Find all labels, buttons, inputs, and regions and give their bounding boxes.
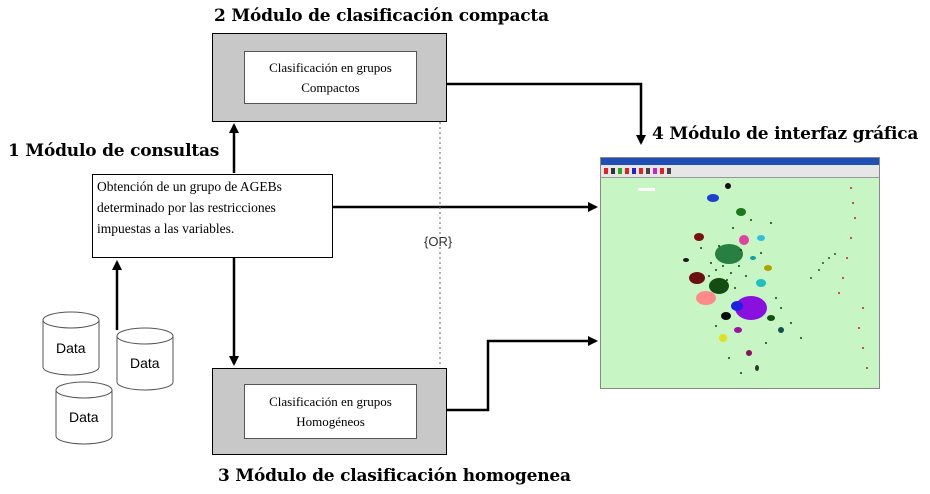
arrow-homogenea-to-interfaz [446,336,598,412]
compacta-line-2: Compactos [301,79,360,95]
homogenea-line-1: Clasificación en grupos [269,393,392,409]
app-titlebar [601,158,879,165]
map-canvas [604,168,868,374]
consultas-line-1: Obtención de un grupo de AGEBs [97,179,282,194]
homogenea-module-box: Clasificación en grupos Homogéneos [212,368,447,455]
data-store-3 [55,381,113,445]
consultas-module-title: 1 Módulo de consultas [8,141,220,161]
compacta-line-1: Clasificación en grupos [269,59,392,75]
homogenea-inner-box: Clasificación en grupos Homogéneos [244,384,417,439]
compacta-module-box: Clasificación en grupos Compactos [212,33,447,122]
consultas-module-box: Obtención de un grupo de AGEBs determina… [92,174,333,258]
data-store-2-label: Data [130,355,160,371]
consultas-line-2: determinado por las restricciones [97,200,276,215]
data-store-1-label: Data [56,340,86,356]
compacta-inner-box: Clasificación en grupos Compactos [244,51,417,104]
homogenea-module-title: 3 Módulo de clasificación homogenea [218,466,571,486]
consultas-line-3: impuestas a las variables. [97,221,235,236]
data-store-1 [42,311,100,376]
homogenea-line-2: Homogéneos [296,413,365,429]
compacta-module-title: 2 Módulo de clasificación compacta [214,6,549,26]
interfaz-module-title: 4 Módulo de interfaz gráfica [652,124,919,144]
interfaz-app-screenshot [600,157,880,389]
arrow-compacta-to-interfaz [446,82,646,145]
or-label: {OR} [424,234,453,249]
data-store-2 [116,327,174,391]
data-store-3-label: Data [69,409,99,425]
